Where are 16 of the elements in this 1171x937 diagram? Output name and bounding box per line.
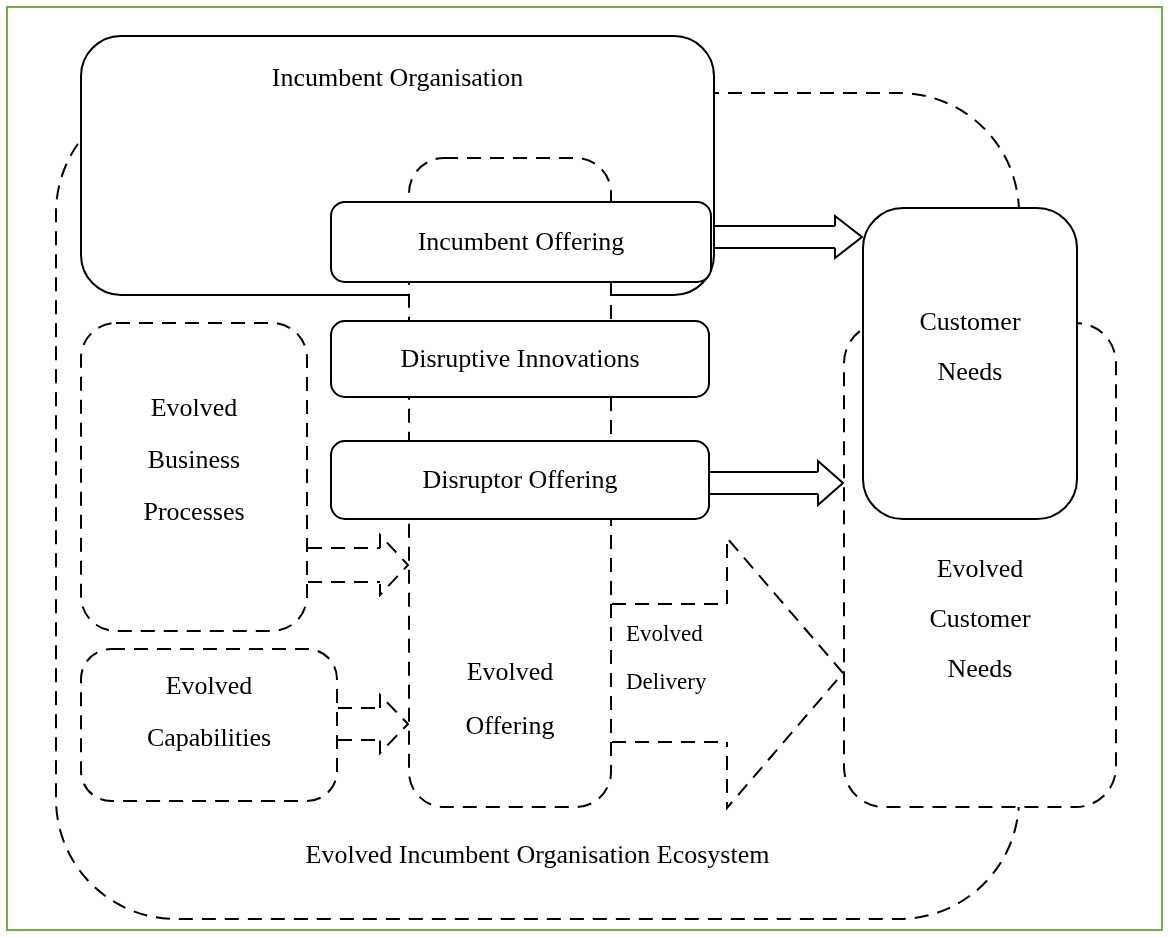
process-box — [330, 320, 710, 398]
customer-box — [862, 207, 1078, 520]
node-label: Incumbent Offering — [417, 227, 625, 257]
dashed-box — [80, 322, 308, 632]
node-label: Evolved Customer Needs — [928, 553, 1032, 685]
node-label: Disruptor Offering — [422, 465, 618, 495]
node-label: Evolved Capabilities — [145, 670, 273, 754]
process-box — [330, 201, 712, 283]
process-box — [330, 440, 710, 520]
node-label: Evolved Offering — [464, 656, 556, 742]
node-label: Customer Needs — [918, 306, 1022, 388]
node-label: Incumbent Organisation — [271, 63, 524, 93]
node-label: Evolved Incumbent Organisation Ecosystem — [305, 840, 770, 870]
node-label: Disruptive Innovations — [400, 344, 640, 374]
node-label: Evolved Business Processes — [142, 392, 246, 528]
dashed-box — [80, 648, 338, 802]
